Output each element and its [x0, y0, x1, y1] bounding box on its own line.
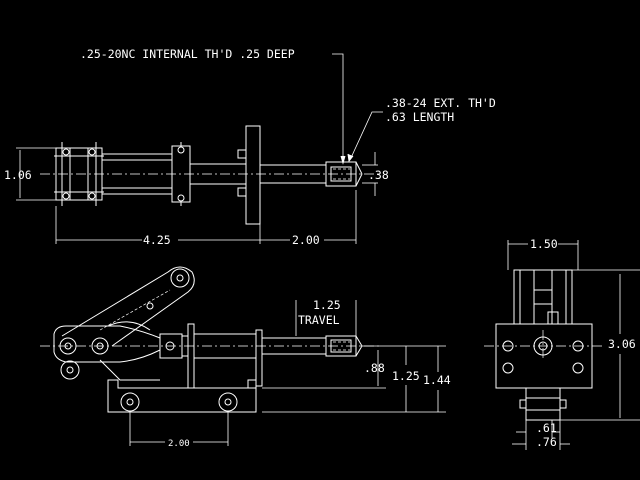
external-thread-note: .38-24 EXT. TH'D .63 LENGTH: [347, 96, 496, 163]
mounting-flange: [245, 125, 261, 225]
dim-body-length: 4.25: [143, 233, 171, 247]
external-thread-note-line1: .38-24 EXT. TH'D: [385, 96, 496, 110]
dim-overall-height: 1.44: [423, 373, 451, 387]
internal-thread-note-text: .25-20NC INTERNAL TH'D .25 DEEP: [80, 47, 295, 61]
dim-end-height: 3.06: [608, 337, 636, 351]
dim-rod-end-height: 1.25: [392, 369, 420, 383]
handle-pivot: [170, 268, 190, 288]
travel-label: TRAVEL: [298, 313, 340, 327]
dim-end-base: .76: [536, 435, 557, 449]
end-view: 1.50 3.06 .61 .76: [484, 237, 640, 450]
top-view: 1.06 .38 4.25 2.00: [4, 125, 389, 247]
end-handle: [513, 269, 573, 325]
handle-arm: [61, 266, 195, 347]
base-plate: [107, 379, 257, 413]
end-base: [525, 387, 561, 421]
dim-top-height: 1.06: [4, 168, 32, 182]
dim-end-slot: .61: [536, 421, 557, 435]
side-flange: [187, 323, 195, 389]
dim-rod-dia: .38: [368, 168, 389, 182]
dim-rod-height: .88: [364, 361, 385, 375]
end-flange: [495, 323, 593, 389]
travel-value: 1.25: [313, 298, 341, 312]
internal-thread-note: .25-20NC INTERNAL TH'D .25 DEEP: [80, 47, 346, 165]
dim-end-width: 1.50: [530, 237, 558, 251]
external-thread-note-line2: .63 LENGTH: [385, 110, 454, 124]
dim-plunger-length: 2.00: [292, 233, 320, 247]
dim-base-hole-spacing: 2.00: [168, 439, 190, 449]
side-view: 1.25 TRAVEL 2.00 .88 1.25 1.44: [40, 266, 451, 449]
